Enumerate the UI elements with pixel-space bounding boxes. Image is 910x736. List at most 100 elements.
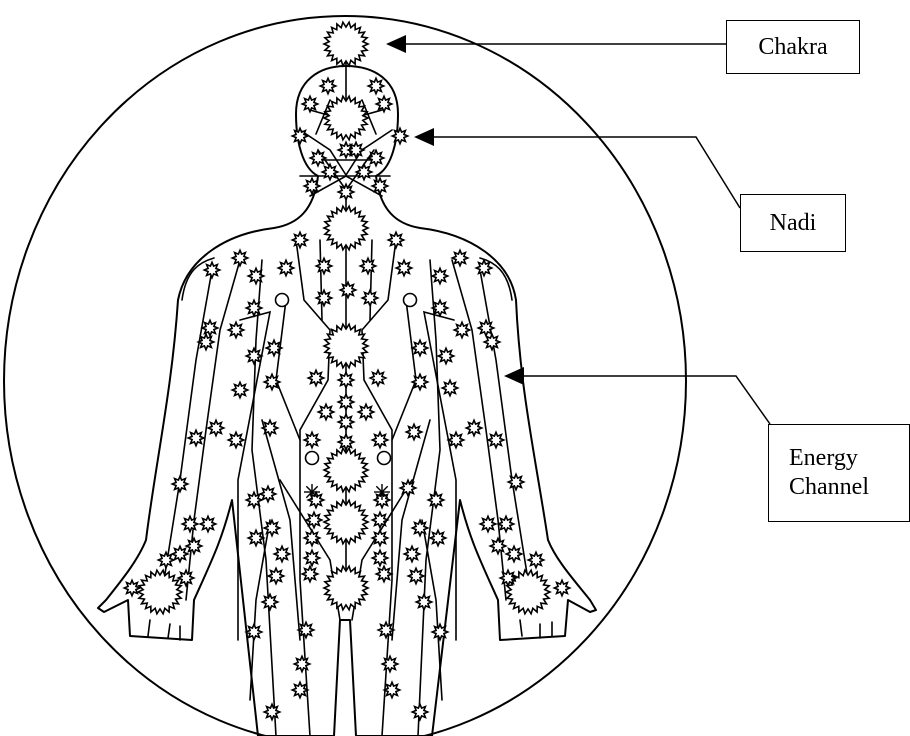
nadi-point [304,550,319,565]
nadi-point [416,594,431,609]
chakra-symbol [324,448,368,492]
nadi-point [264,520,279,535]
nadi-point [368,78,383,93]
nadi-point [266,340,281,355]
nadi-point [432,268,447,283]
nadi-point [508,474,523,489]
nadi-point [506,546,521,561]
nadi-point [202,320,217,335]
nadi-point [372,550,387,565]
nadi-point [198,334,213,349]
nadi-point [304,178,319,193]
nadi-point [178,570,193,585]
nadi-point [478,320,493,335]
nadi-point [372,530,387,545]
nadi-point [378,622,393,637]
energy-channel-pointer-line [522,376,770,424]
nadi-point [204,262,219,277]
nadi-point [466,420,481,435]
nadi-arrowhead [414,128,434,146]
chakra-symbol [324,206,368,250]
nadi-point [262,594,277,609]
chakra-symbol [324,96,368,140]
nadi-point [228,432,243,447]
chakra-label: Chakra [726,20,860,74]
nadi-point [248,530,263,545]
nadi-point [292,682,307,697]
nadi-point [268,568,283,583]
energy-channel-label-line2: Channel [789,473,869,502]
nadi-point [362,290,377,305]
nadi-point [124,580,139,595]
nadi-point [318,404,333,419]
nadi-point [400,480,415,495]
nadi-point [490,538,505,553]
nadi-point [172,546,187,561]
nadi-point [200,516,215,531]
nadi-point [228,322,243,337]
nadi-point [528,552,543,567]
nadi-point [430,530,445,545]
nadi-point [368,150,383,165]
nadi-point [322,164,337,179]
inner-line [520,620,552,638]
nadi-point [308,370,323,385]
nadi-point [248,268,263,283]
nadi-point [348,142,363,157]
nadi-point [432,624,447,639]
nadi-point [316,258,331,273]
chakra-symbol [138,570,182,614]
nadi-point [360,258,375,273]
nadi-point [292,232,307,247]
energy-channel-arrowhead [504,367,524,385]
nadi-point [370,370,385,385]
nadi-point [498,516,513,531]
ring-point [276,294,289,307]
nadi-point [246,624,261,639]
nadi-label: Nadi [740,194,846,252]
nadi-point [382,656,397,671]
nadi-point [358,404,373,419]
nadi-point [452,250,467,265]
nadi-point [392,128,407,143]
nadi-point [320,78,335,93]
nadi-point [484,334,499,349]
nadi-point [412,520,427,535]
nadi-point [278,260,293,275]
nadi-point [208,420,223,435]
nadi-point [246,492,261,507]
nadi-point [454,322,469,337]
nadi-point [188,430,203,445]
nadi-point [432,300,447,315]
ring-point [378,452,391,465]
nadi-point [384,682,399,697]
nadi-point [338,434,353,449]
nadi-point [302,96,317,111]
nadi-point [442,380,457,395]
chakra-symbol [324,500,368,544]
nadi-point [172,476,187,491]
nadi-point [388,232,403,247]
nadi-point [438,348,453,363]
nadi-point [376,566,391,581]
callout-arrows [386,35,770,424]
nadi-point [372,178,387,193]
nadi-point [408,568,423,583]
nadi-point [428,492,443,507]
asterisk-mark [304,484,320,500]
nadi-point [480,516,495,531]
chakra-arrowhead [386,35,406,53]
nadi-point [404,546,419,561]
nadi-point [264,704,279,719]
nadi-point [412,704,427,719]
nadi-point [304,432,319,447]
nadi-point [406,424,421,439]
nadi-point [182,516,197,531]
nadi-point [340,282,355,297]
ring-point [306,452,319,465]
nadi-point [246,348,261,363]
nadi-point [308,492,323,507]
nadi-point [448,432,463,447]
nadi-point [500,570,515,585]
nadi-point [476,260,491,275]
